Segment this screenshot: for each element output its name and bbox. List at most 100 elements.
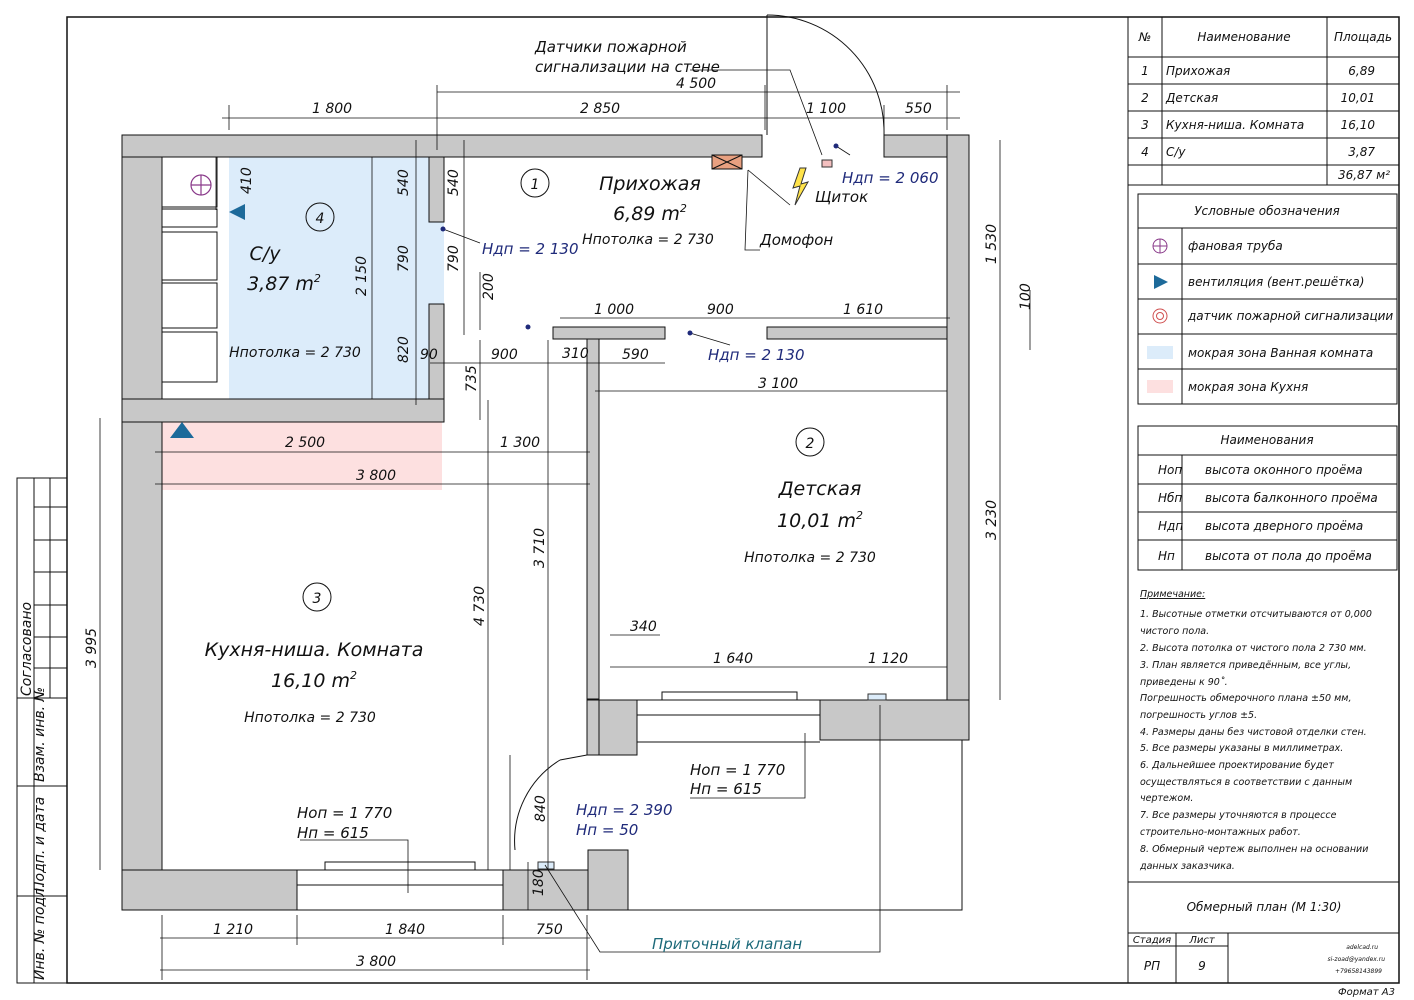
svg-text:36,87 м²: 36,87 м² [1338, 168, 1390, 182]
title-stamp: Обмерный план (М 1:30) Стадия Лист РП 9 … [1127, 17, 1399, 998]
svg-text:1 210: 1 210 [213, 922, 253, 938]
svg-text:Hпотолка = 2 730: Hпотолка = 2 730 [744, 550, 876, 566]
side-stamp-sign-date: Подп. и дата [32, 797, 48, 892]
leaders [300, 69, 881, 953]
svg-text:1 100: 1 100 [806, 101, 846, 117]
svg-text:1 640: 1 640 [713, 651, 753, 667]
svg-text:10,01: 10,01 [1341, 91, 1375, 105]
svg-text:820: 820 [396, 336, 412, 363]
side-stamp-agreed: Согласовано [19, 602, 35, 696]
svg-text:2 500: 2 500 [285, 435, 325, 451]
room-3-label: 3 Кухня-ниша. Комната 16,10 m2 Hпотолка … [205, 582, 424, 726]
names-table: Наименования Hоп высота оконного проёма … [1137, 425, 1398, 571]
svg-text:1 300: 1 300 [500, 435, 540, 451]
svg-text:Hпотолка = 2 730: Hпотолка = 2 730 [582, 232, 714, 248]
svg-text:4 500: 4 500 [676, 76, 716, 92]
svg-text:Кухня-ниша. Комната: Кухня-ниша. Комната [205, 639, 424, 661]
side-stamp-inventory: Инв. № подл. [32, 883, 48, 980]
svg-text:4: 4 [1141, 145, 1149, 159]
svg-text:735: 735 [464, 365, 480, 392]
svg-text:3: 3 [313, 591, 322, 607]
svg-text:1: 1 [531, 177, 540, 193]
svg-text:высота балконного проёма: высота балконного проёма [1205, 491, 1378, 505]
bath-wet-zone [229, 157, 429, 399]
svg-text:высота оконного проёма: высота оконного проёма [1205, 463, 1363, 477]
marker-dots [440, 143, 839, 336]
svg-text:Стадия: Стадия [1133, 935, 1171, 946]
svg-text:90: 90 [420, 347, 438, 363]
walls [121, 134, 970, 911]
svg-text:чертежом.: чертежом. [1140, 793, 1193, 804]
svg-text:410: 410 [239, 167, 255, 194]
svg-text:1 120: 1 120 [868, 651, 908, 667]
svg-text:3 800: 3 800 [356, 468, 396, 484]
side-stamp [16, 477, 68, 984]
svg-text:1. Высотные отметки отсчитываю: 1. Высотные отметки отсчитываются от 0,0… [1140, 609, 1372, 620]
svg-text:2: 2 [1141, 91, 1149, 105]
svg-text:Кухня-ниша. Комната: Кухня-ниша. Комната [1166, 118, 1304, 132]
svg-text:16,10: 16,10 [1341, 118, 1376, 132]
notes: Примечание: 1. Высотные отметки отсчитыв… [1139, 589, 1372, 872]
hn-kitchen: Hп = 615 [297, 824, 369, 842]
svg-text:1 530: 1 530 [984, 224, 1000, 264]
svg-text:550: 550 [905, 101, 932, 117]
svg-text:790: 790 [446, 245, 462, 272]
svg-text:790: 790 [396, 245, 412, 272]
svg-text:вентиляция (вент.решётка): вентиляция (вент.решётка) [1188, 275, 1364, 289]
svg-text:2. Высота потолка от чистого п: 2. Высота потолка от чистого пола 2 730 … [1140, 643, 1367, 654]
svg-text:РП: РП [1144, 959, 1160, 973]
svg-text:7. Все размеры уточняются в пр: 7. Все размеры уточняются в процессе [1140, 810, 1337, 821]
balcony-lines [297, 691, 969, 911]
kitchen-wet-legend-swatch [1147, 380, 1173, 393]
svg-text:Hбп: Hбп [1158, 491, 1182, 505]
hop-child: Hоп = 1 770 [690, 761, 785, 779]
hop-kitchen: Hоп = 1 770 [297, 804, 392, 822]
svg-text:Детская: Детская [1165, 91, 1218, 105]
svg-text:200: 200 [481, 273, 497, 300]
svg-text:Погрешность обмерочного плана: Погрешность обмерочного плана ±50 мм, [1140, 693, 1351, 704]
svg-text:Hоп: Hоп [1158, 463, 1182, 477]
kitchen-wet-zone [162, 422, 442, 490]
fire-sensors-label-2: сигнализации на стене [535, 58, 720, 76]
svg-text:3: 3 [1141, 118, 1149, 132]
svg-text:540: 540 [446, 169, 462, 196]
svg-text:1 000: 1 000 [594, 302, 634, 318]
svg-text:340: 340 [630, 619, 657, 635]
bath-wet-legend-swatch [1147, 346, 1173, 359]
dimension-lines [99, 85, 1031, 980]
svg-text:1 840: 1 840 [385, 922, 425, 938]
svg-text:3,87 m2: 3,87 m2 [247, 272, 321, 295]
area-table: № Наименование Площадь 1 Прихожая 6,89 2… [1127, 16, 1400, 186]
svg-text:Условные обозначения: Условные обозначения [1194, 204, 1340, 218]
svg-text:Наименования: Наименования [1220, 433, 1313, 447]
svg-text:мокрая зона Ванная комната: мокрая зона Ванная комната [1188, 346, 1373, 360]
svg-text:3 100: 3 100 [758, 376, 798, 392]
svg-text:Обмерный план (М 1:30): Обмерный план (М 1:30) [1187, 900, 1342, 914]
svg-text:Наименование: Наименование [1197, 30, 1290, 44]
svg-text:№: № [1138, 30, 1151, 44]
svg-text:3 710: 3 710 [532, 528, 548, 568]
svg-text:высота дверного проёма: высота дверного проёма [1205, 519, 1363, 533]
supply-valve-marker [537, 861, 555, 870]
hdp-entry: Hдп = 2 060 [842, 169, 939, 187]
svg-text:Лист: Лист [1188, 935, 1216, 946]
svg-text:2 150: 2 150 [354, 256, 370, 296]
svg-text:100: 100 [1018, 283, 1034, 310]
room-2-label: 2 Детская 10,01 m2 Hпотолка = 2 730 [744, 427, 876, 566]
legend: Условные обозначения фановая труба венти… [1137, 193, 1398, 405]
svg-text:5. Все размеры указаны в милли: 5. Все размеры указаны в миллиметрах. [1140, 743, 1343, 754]
svg-text:9: 9 [1198, 959, 1206, 973]
svg-text:4. Размеры даны без чистовой о: 4. Размеры даны без чистовой отделки сте… [1140, 727, 1367, 738]
svg-text:Формат А3: Формат А3 [1338, 987, 1395, 998]
bath-wet-zone-ext [429, 222, 444, 304]
room-1-label: 1 Прихожая 6,89 m2 Hпотолка = 2 730 [520, 168, 714, 248]
svg-text:4 730: 4 730 [472, 586, 488, 626]
svg-text:чистого пола.: чистого пола. [1140, 626, 1209, 637]
room-4-label: 4 С/у 3,87 m2 Hпотолка = 2 730 [229, 202, 361, 361]
fire-sensor-icon [821, 159, 833, 168]
svg-text:Прихожая: Прихожая [599, 173, 701, 195]
svg-text:6,89: 6,89 [1348, 64, 1375, 78]
svg-text:180: 180 [531, 869, 547, 896]
svg-text:осуществляться в соответствии: осуществляться в соответствии с данным [1140, 777, 1352, 788]
